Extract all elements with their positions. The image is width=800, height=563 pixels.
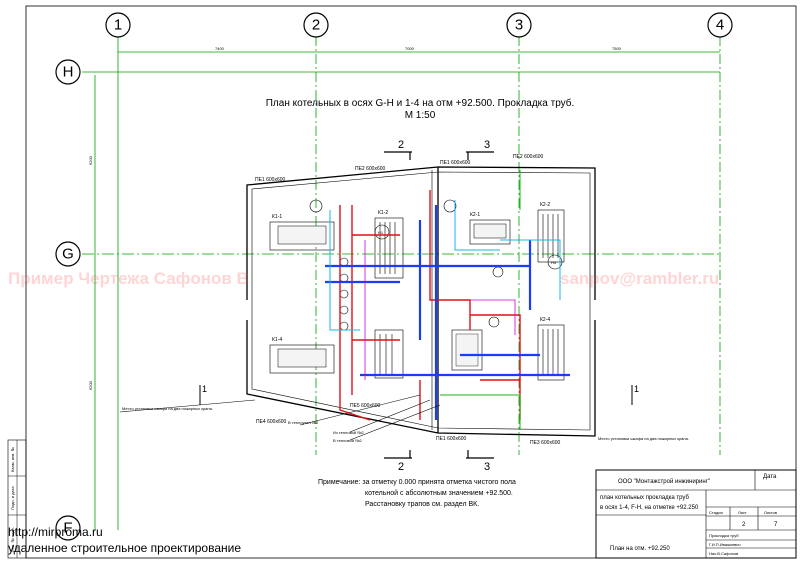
boiler-unit-k1-1: К1-1: [269, 214, 335, 251]
auxiliary-pipes: [329, 170, 561, 430]
svg-text:Подп. и дата: Подп. и дата: [10, 486, 15, 510]
svg-text:К2-2: К2-2: [540, 202, 550, 208]
svg-text:К1-1: К1-1: [272, 214, 282, 220]
label-pe1-mid: ПЕ1 600х600: [440, 160, 471, 166]
general-note-line2: котельной с абсолютным значением +92.500…: [365, 489, 513, 497]
stamp-sheet-header: Лист: [738, 510, 747, 515]
boiler-unit-k2-1: К2-1: [469, 212, 511, 245]
axis-row-g: G: [55, 241, 81, 267]
return-pipes: [325, 205, 570, 420]
axis-row-f: F: [55, 515, 81, 541]
note-pipe-to-tp3: В теплоузел №2: [288, 420, 319, 425]
label-pe5-bottom: ПЕ5 600х600: [350, 403, 381, 409]
svg-text:Взам. инв. №: Взам. инв. №: [10, 447, 15, 472]
axis-label: 2: [312, 17, 320, 34]
stamp-author-1: Г.И.П.Ивашкевич: [709, 542, 741, 547]
leader-lines: [119, 394, 441, 441]
section-mark-2-top: 2: [384, 139, 412, 160]
section-mark-2-bottom: 2: [384, 450, 412, 473]
stamp-desc-1: план котельных прокладка труб: [600, 495, 690, 501]
watermark-right: sanpov@rambler.ru: [560, 269, 719, 288]
drawing-scale: М 1:50: [405, 110, 436, 121]
axis-label: Н: [63, 64, 74, 81]
svg-text:К2-1: К2-1: [470, 212, 480, 218]
axis-label: F: [63, 520, 72, 537]
general-note-line1: Примечание: за отметку 0.000 принята отм…: [318, 479, 516, 486]
stamp-date-header: Дата: [763, 474, 777, 480]
label-pe3-bottom: ПЕ3 600х600: [530, 440, 561, 446]
axis-column-4: 4: [707, 12, 733, 38]
svg-text:6200: 6200: [88, 155, 93, 165]
tank-unit: [451, 329, 483, 371]
svg-text:К1-2: К1-2: [378, 210, 388, 216]
stamp-author-2: Нач.В.Сафонов: [709, 551, 738, 556]
axis-row-h: Н: [55, 59, 81, 85]
axis-column-3: 3: [506, 12, 532, 38]
side-stamp: Взам. инв. № Подп. и дата Инв. № подл.: [7, 439, 27, 559]
axis-label: 4: [716, 17, 724, 34]
footer-text: удаленное строительное проектирование: [8, 541, 241, 555]
svg-text:7500: 7500: [612, 46, 622, 51]
boiler-unit-k1-4: К1-4: [269, 337, 335, 374]
svg-text:3: 3: [484, 139, 490, 151]
general-note-line3: Расстановку трапов см. раздел ВК.: [365, 501, 479, 508]
section-mark-1-left: 1: [199, 384, 207, 405]
svg-text:2: 2: [398, 461, 404, 473]
note-fire-cabinet-left: Место установки шкафа на два пожарных кр…: [122, 406, 213, 411]
watermark-left: Пример Чертежа Сафонов В: [8, 269, 249, 288]
svg-text:7000: 7000: [405, 46, 415, 51]
label-pe4-bottom: ПЕ4 600х600: [256, 419, 287, 425]
label-pe1-bottom: ПЕ1 600х600: [436, 436, 467, 442]
boiler-unit-k2-2: К2-2: [537, 202, 565, 263]
axis-label: G: [62, 246, 74, 263]
drawing-title: План котельных в осях G-H и 1-4 на отм +…: [266, 97, 575, 109]
note-pipe-to-tp2: В тепловой №2: [333, 438, 363, 443]
svg-text:2: 2: [398, 139, 404, 151]
pump-n4: Н4: [547, 254, 563, 270]
pump-n1: Н1: [374, 224, 390, 240]
footer-url: http://mirproma.ru: [8, 525, 103, 539]
section-mark-3-bottom: 3: [466, 450, 494, 473]
svg-text:3: 3: [484, 461, 490, 473]
boiler-unit-k2-4: К2-4: [537, 317, 565, 381]
stamp-sub: Прокладка труб: [709, 533, 739, 538]
section-mark-1-right: 1: [631, 384, 639, 405]
svg-text:Н1: Н1: [378, 230, 384, 235]
svg-text:К1-4: К1-4: [272, 337, 282, 343]
svg-text:1: 1: [202, 384, 207, 394]
stamp-company: ООО "Монтажстрой инжиниринг": [618, 478, 710, 485]
svg-text:К2-4: К2-4: [540, 317, 550, 323]
stamp-sheets-header: Листов: [764, 510, 777, 515]
note-pipe-from-tp2: Из тепловой №2: [333, 430, 365, 435]
stamp-stage-header: Стадия: [709, 510, 723, 515]
svg-text:6200: 6200: [88, 380, 93, 390]
label-pe2-right: ПЕ2 600х600: [513, 154, 544, 160]
svg-text:Инв. № подл.: Инв. № подл.: [10, 527, 15, 552]
section-mark-3-top: 3: [466, 139, 494, 160]
axis-label: 3: [515, 17, 523, 34]
axis-column-2: 2: [303, 12, 329, 38]
svg-text:Н4: Н4: [551, 260, 557, 265]
label-pe1-top: ПЕ1 600х600: [255, 177, 286, 183]
label-pe2-top: ПЕ2 600х600: [355, 166, 386, 172]
axis-label: 1: [114, 17, 122, 34]
stamp-desc-2: в осях 1-4, F-H, на отметке +92.250: [600, 505, 699, 511]
stamp-sheets-value: 7: [774, 522, 778, 528]
stamp-plan: План на отм. +92.250: [610, 546, 670, 552]
svg-text:7400: 7400: [215, 46, 225, 51]
svg-text:1: 1: [634, 384, 639, 394]
stamp-sheet-value: 2: [742, 522, 746, 528]
title-block: [595, 469, 797, 559]
note-fire-cabinet-right: Место установки шкафа на два пожарных кр…: [598, 436, 689, 441]
axis-column-1: 1: [105, 12, 131, 38]
